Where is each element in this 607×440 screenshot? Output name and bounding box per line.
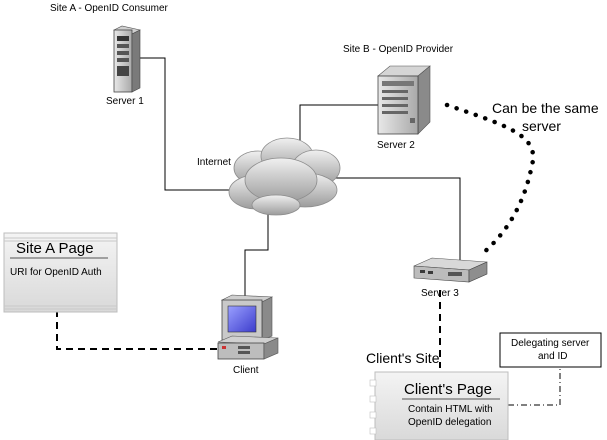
tower-server-icon [113, 25, 141, 93]
server3-label: Server 3 [421, 288, 459, 299]
server-icon [377, 65, 431, 135]
clients-site-label: Client's Site [366, 350, 440, 366]
cloud-icon [228, 137, 341, 216]
delegating-box-line2: and ID [538, 351, 567, 362]
site-a-page: Site A Page URI for OpenID Auth [3, 232, 118, 313]
client-label: Client [233, 365, 259, 376]
wire-server1-internet [140, 57, 250, 191]
server3: Server 3 [413, 257, 488, 299]
network-switch-icon [413, 257, 488, 283]
site-a-page-title: Site A Page [16, 240, 94, 257]
site-a-title: Site A - OpenID Consumer [50, 3, 169, 14]
clients-page-line1: Contain HTML with [408, 404, 493, 415]
wire-internet-client [244, 210, 269, 300]
same-server-note-line1: Can be the same [492, 100, 599, 116]
dashdot-link-delegation [508, 360, 561, 406]
wire-internet-server3 [330, 177, 461, 262]
server2: Server 2 [377, 65, 431, 151]
site-b-title: Site B - OpenID Provider [343, 44, 454, 55]
clients-page-line2: OpenID delegation [408, 417, 491, 428]
wire-server2-internet [299, 104, 378, 150]
dashed-link-sitea-client [56, 310, 220, 350]
same-server-note-line2: server [522, 118, 561, 134]
internet-label: Internet [197, 157, 231, 168]
server2-label: Server 2 [377, 140, 415, 151]
client-computer: Client [217, 294, 279, 376]
site-a-page-shape [3, 232, 118, 313]
network-connections [140, 57, 461, 300]
delegating-box: Delegating server and ID [499, 332, 602, 368]
desktop-computer-icon [217, 294, 279, 360]
clients-page-title: Client's Page [404, 381, 492, 398]
internet-cloud [228, 137, 341, 216]
server1-label: Server 1 [106, 96, 144, 107]
site-a-page-text: URI for OpenID Auth [10, 267, 102, 278]
delegating-box-line1: Delegating server [511, 338, 590, 349]
server1: Server 1 [106, 25, 144, 107]
clients-page: Client's Page Contain HTML with OpenID d… [369, 371, 509, 440]
